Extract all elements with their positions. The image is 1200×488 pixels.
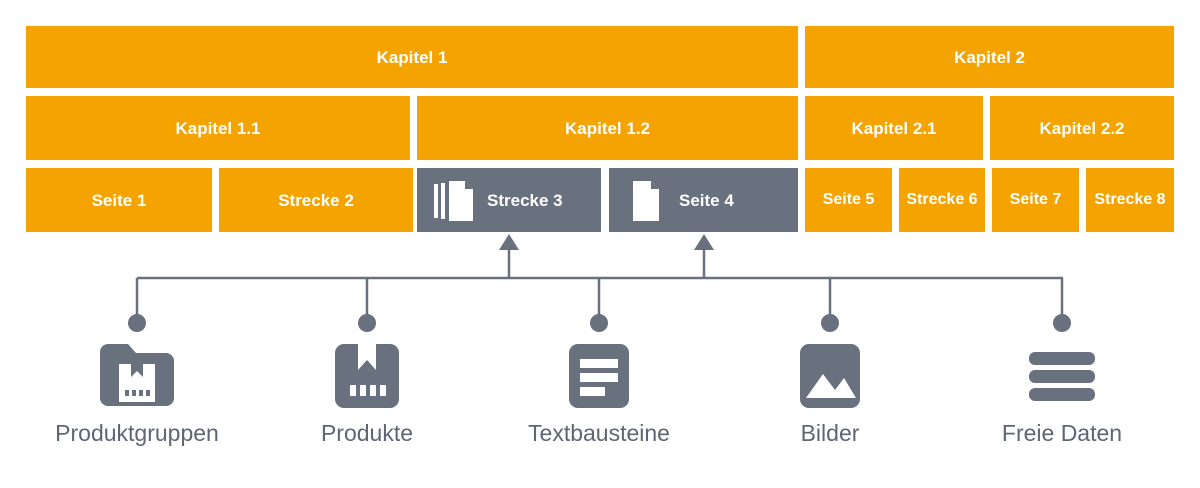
chapter-box-kapitel-1[interactable]: Kapitel 1	[26, 26, 798, 88]
product-group-folder-icon	[52, 338, 222, 414]
page-label: Strecke 3	[487, 190, 563, 210]
page-box-seite-4[interactable]: Seite 4	[609, 168, 798, 232]
arrow-head-icon	[694, 234, 714, 250]
chapter-label: Kapitel 2	[954, 47, 1025, 67]
page-box-strecke-6[interactable]: Strecke 6	[899, 168, 985, 232]
page-label: Strecke 2	[278, 190, 354, 210]
page-box-seite-5[interactable]: Seite 5	[805, 168, 892, 232]
page-label: Strecke 8	[1094, 191, 1166, 208]
free-data-lines-icon	[977, 338, 1147, 414]
connector-dot	[590, 314, 608, 332]
subchapter-label: Kapitel 2.2	[1039, 118, 1125, 138]
page-icon	[625, 179, 665, 221]
subchapter-box-kapitel-1-1[interactable]: Kapitel 1.1	[26, 96, 410, 160]
page-box-strecke-2[interactable]: Strecke 2	[219, 168, 413, 232]
subchapter-label: Kapitel 2.1	[851, 118, 937, 138]
text-block-icon	[514, 338, 684, 414]
image-icon	[745, 338, 915, 414]
data-source-produkte[interactable]: Produkte	[282, 338, 452, 447]
data-source-freie-daten[interactable]: Freie Daten	[977, 338, 1147, 447]
pages-stack-icon	[433, 179, 473, 221]
data-source-textbausteine[interactable]: Textbausteine	[514, 338, 684, 447]
chapter-label: Kapitel 1	[376, 47, 448, 67]
subchapter-label: Kapitel 1.1	[175, 118, 261, 138]
subchapter-label: Kapitel 1.2	[564, 118, 651, 138]
data-source-label: Produktgruppen	[55, 420, 219, 446]
page-label: Seite 1	[91, 190, 147, 210]
subchapter-box-kapitel-2-2[interactable]: Kapitel 2.2	[990, 96, 1174, 160]
page-box-seite-1[interactable]: Seite 1	[26, 168, 212, 232]
connector-dot	[1053, 314, 1071, 332]
connector-dot	[128, 314, 146, 332]
arrow-head-icon	[499, 234, 519, 250]
page-box-strecke-8[interactable]: Strecke 8	[1086, 168, 1174, 232]
data-source-label: Textbausteine	[528, 420, 670, 446]
subchapter-box-kapitel-1-2[interactable]: Kapitel 1.2	[417, 96, 798, 160]
data-source-label: Produkte	[320, 420, 414, 446]
connector-dot	[821, 314, 839, 332]
subchapter-box-kapitel-2-1[interactable]: Kapitel 2.1	[805, 96, 983, 160]
connector-dot	[358, 314, 376, 332]
page-label: Seite 4	[679, 190, 734, 210]
data-source-produktgruppen[interactable]: Produktgruppen	[52, 338, 222, 447]
data-source-label: Bilder	[800, 420, 860, 446]
product-box-icon	[282, 338, 452, 414]
page-label: Seite 5	[822, 191, 875, 208]
chapter-box-kapitel-2[interactable]: Kapitel 2	[805, 26, 1174, 88]
data-source-bilder[interactable]: Bilder	[745, 338, 915, 447]
page-label: Seite 7	[1009, 191, 1062, 208]
data-source-label: Freie Daten	[1001, 420, 1123, 446]
page-box-strecke-3[interactable]: Strecke 3	[417, 168, 601, 232]
page-box-seite-7[interactable]: Seite 7	[992, 168, 1079, 232]
page-label: Strecke 6	[906, 191, 978, 208]
